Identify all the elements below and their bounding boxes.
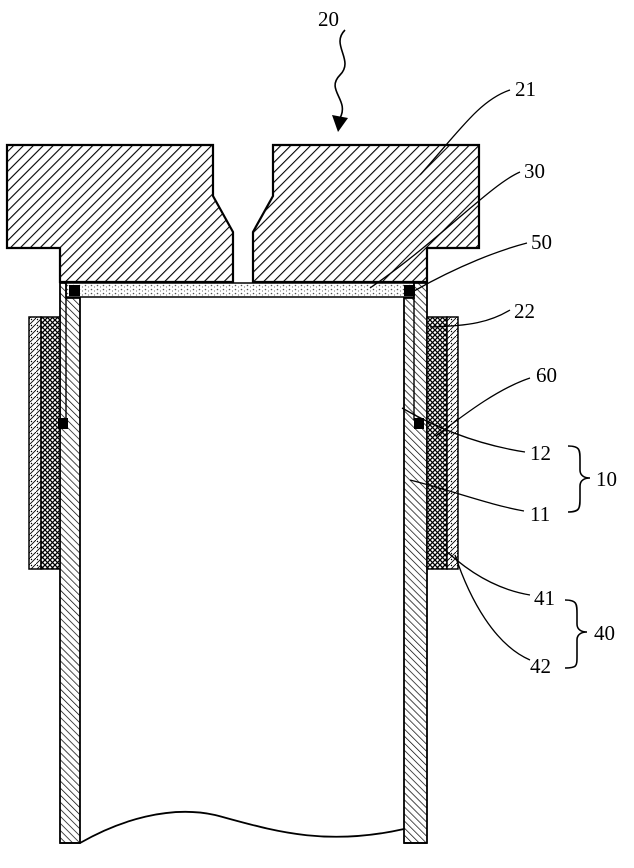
label-layer-group: 40	[594, 621, 615, 645]
assembly-arrow	[335, 30, 345, 118]
cap-body	[7, 145, 479, 282]
seal-ring-left	[69, 285, 80, 296]
layer-42-right	[447, 317, 458, 569]
label-sleeve-inner: 22	[514, 299, 535, 323]
layer-42-left	[29, 317, 41, 569]
label-tube-group: 10	[596, 467, 617, 491]
label-layer-41: 41	[534, 586, 555, 610]
brace-10	[568, 446, 590, 512]
contact-left	[58, 418, 68, 429]
layer-41-right	[427, 317, 447, 569]
layer-41-left	[41, 317, 60, 569]
label-membrane: 30	[524, 159, 545, 183]
label-layer-42: 42	[530, 654, 551, 678]
tube-wall-right	[404, 283, 427, 843]
label-heater-layer: 60	[536, 363, 557, 387]
label-tube-inner: 12	[530, 441, 551, 465]
brace-40	[565, 600, 587, 668]
tube-wall-left	[60, 283, 80, 843]
label-seal-ring: 50	[531, 230, 552, 254]
label-assembly: 20	[318, 7, 339, 31]
membrane	[66, 283, 414, 297]
seal-ring-right	[404, 285, 415, 296]
label-tube-outer: 11	[530, 502, 550, 526]
label-cap: 21	[515, 77, 536, 101]
tube-break-line	[80, 812, 404, 843]
assembly-arrowhead	[332, 115, 348, 132]
